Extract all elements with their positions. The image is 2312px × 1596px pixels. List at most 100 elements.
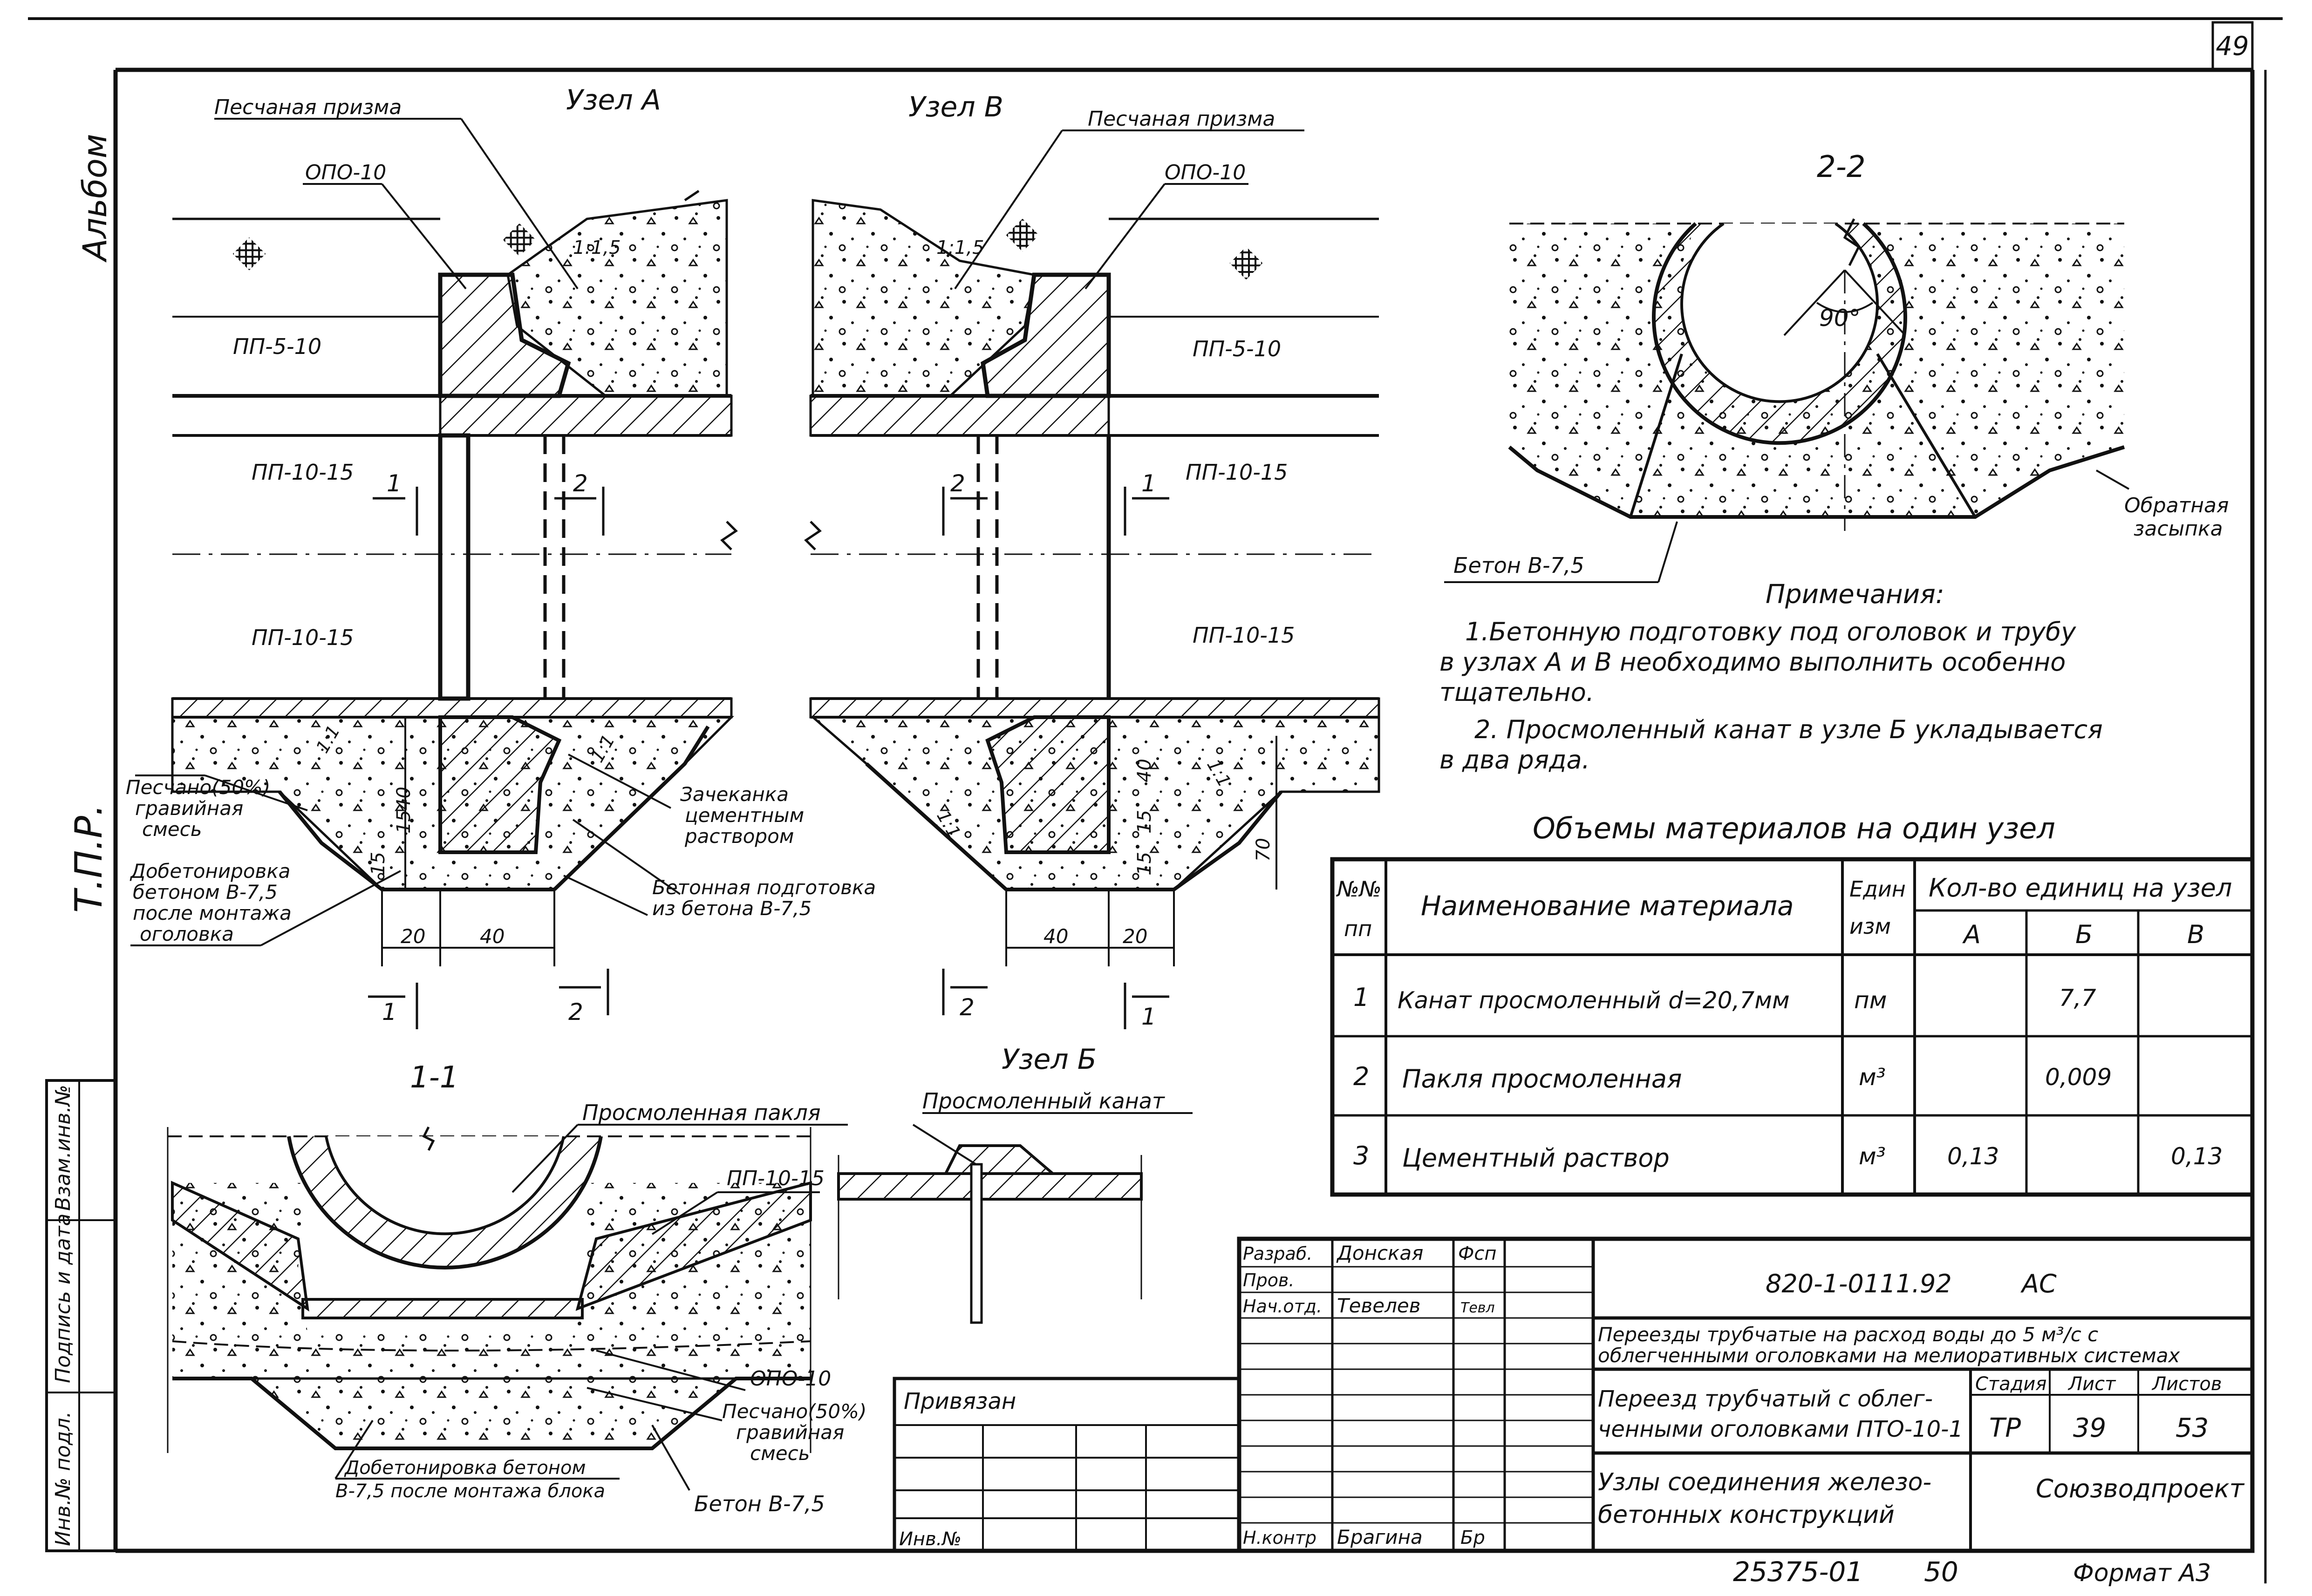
section-1-1-opo-label: ОПО-10 xyxy=(750,1367,831,1391)
materials-table-grid xyxy=(1330,857,2255,1197)
section-1-1-concrete: Бетон В-7,5 xyxy=(694,1491,825,1516)
stamp-sign-nachotd: Тевл xyxy=(1460,1300,1495,1316)
side-tpr-label: Т.П.Р. xyxy=(67,804,110,913)
stamp-sheet-title-2: ченными оголовками ПТО-10-1 xyxy=(1598,1416,1963,1442)
stamp-role-razrab: Разраб. xyxy=(1243,1243,1312,1264)
uzel-v-sec1-top: 1 xyxy=(1141,470,1156,497)
materials-h-qty: Кол-во единиц на узел xyxy=(1929,873,2232,903)
uzel-b-rope-label: Просмоленный канат xyxy=(922,1088,1165,1114)
stamp-role-nachotd: Нач.отд. xyxy=(1243,1296,1322,1317)
uzel-a-dim-15a: 15 xyxy=(393,810,415,834)
materials-row-3-a: 0,13 xyxy=(1947,1143,1999,1170)
uzel-v-dim-20: 20 xyxy=(1123,925,1147,948)
side-label-podpis: Подпись и дата xyxy=(51,1214,75,1383)
stamp-h-sheets: Листов xyxy=(2151,1373,2222,1395)
binding-inv: Инв.№ xyxy=(899,1528,962,1550)
uzel-b-drawing xyxy=(837,1112,1193,1324)
materials-h-num-1: №№ xyxy=(1336,876,1382,902)
section-2-2-concrete: Бетон В-7,5 xyxy=(1453,553,1584,578)
stamp-h-stage: Стадия xyxy=(1975,1373,2046,1395)
section-2-2-title: 2-2 xyxy=(1817,150,1866,184)
uzel-v-pp-top-label: ПП-5-10 xyxy=(1193,336,1281,361)
section-2-2-angle: 90° xyxy=(1819,305,1861,332)
uzel-v-dim-40: 40 xyxy=(1134,759,1155,782)
stamp-role-prov: Пров. xyxy=(1243,1270,1294,1290)
materials-row-1-name: Канат просмоленный d=20,7мм xyxy=(1398,987,1790,1014)
stamp-stage: ТР xyxy=(1989,1413,2021,1443)
uzel-a-pp-top-label: ПП-5-10 xyxy=(233,334,321,359)
section-1-1-drawing xyxy=(167,1124,848,1491)
materials-h-col-v: В xyxy=(2187,920,2204,949)
uzel-a-base-1: Бетонная подготовка xyxy=(652,876,876,899)
materials-h-num-2: пп xyxy=(1344,916,1372,941)
uzel-b-title: Узел Б xyxy=(1002,1043,1097,1076)
uzel-a-base-2: из бетона В-7,5 xyxy=(652,897,812,920)
uzel-a-sand-prism-label: Песчаная призма xyxy=(214,95,402,119)
uzel-v-dim-40b: 40 xyxy=(1043,925,1068,948)
uzel-a-concreting-1: Добетонировка xyxy=(130,860,290,883)
stamp-sheets: 53 xyxy=(2176,1413,2209,1443)
section-1-1-sand-gravel-2: гравийная xyxy=(736,1421,844,1444)
stamp-nkontr: Н.контр xyxy=(1243,1528,1316,1548)
materials-row-3-v: 0,13 xyxy=(2171,1143,2223,1170)
materials-row-2-name: Пакля просмоленная xyxy=(1402,1064,1682,1093)
uzel-a-caulking-2: цементным xyxy=(685,804,804,827)
footer-page: 50 xyxy=(1924,1556,1958,1588)
stamp-sheet-title-1: Переезд трубчатый с облег- xyxy=(1598,1386,1933,1412)
stamp-drawing-title-1: Узлы соединения железо- xyxy=(1598,1468,1931,1496)
stamp-org: Союзводпроект xyxy=(2036,1474,2245,1503)
stamp-nkontr-sign: Бр xyxy=(1460,1527,1485,1548)
materials-h-name: Наименование материала xyxy=(1421,890,1794,922)
materials-row-3-name: Цементный раствор xyxy=(1402,1143,1670,1173)
materials-h-unit-2: изм xyxy=(1849,914,1891,939)
uzel-v-sec1-bottom: 1 xyxy=(1141,1003,1156,1030)
notes-line-5: в два ряда. xyxy=(1439,745,1590,774)
uzel-v-slope-label: 1:1,5 xyxy=(936,237,984,258)
uzel-a-sand-gravel-1: Песчано(50%) xyxy=(126,776,270,799)
section-1-1-sand-gravel-3: смесь xyxy=(750,1442,810,1465)
uzel-a-sand-gravel-3: смесь xyxy=(142,818,202,841)
materials-h-col-b: Б xyxy=(2075,920,2093,949)
materials-row-2-n: 2 xyxy=(1353,1062,1369,1091)
stamp-sign-razrab: Фсп xyxy=(1458,1243,1497,1264)
stamp-code: 820-1-0111.92 xyxy=(1766,1269,1952,1298)
notes-line-4: 2. Просмоленный канат в узле Б укладывае… xyxy=(1474,715,2103,744)
uzel-a-dim-20: 20 xyxy=(401,925,425,948)
uzel-a-slope-label: 1:1,5 xyxy=(573,237,621,258)
materials-row-3-unit: м³ xyxy=(1859,1143,1886,1170)
footer-number: 25375-01 xyxy=(1733,1556,1863,1588)
section-2-2-drawing xyxy=(1444,218,2129,583)
uzel-a-caulking-3: раствором xyxy=(684,825,794,848)
uzel-a-caulking-1: Зачеканка xyxy=(680,783,789,806)
uzel-a-concreting-4: оголовка xyxy=(140,923,234,945)
uzel-a-dim-40: 40 xyxy=(393,787,415,810)
uzel-a-pp-low-label: ПП-10-15 xyxy=(252,625,354,650)
materials-row-3-n: 3 xyxy=(1353,1141,1369,1170)
uzel-a-sec2-bottom: 2 xyxy=(568,998,583,1026)
uzel-a-drawing xyxy=(130,118,738,1029)
stamp-project-1: Переезды трубчатые на расход воды до 5 м… xyxy=(1598,1323,2098,1346)
uzel-a-sec1-bottom: 1 xyxy=(382,998,397,1026)
stamp-project-2: облегченными оголовками на мелиоративных… xyxy=(1598,1344,2180,1367)
uzel-a-sec2-top: 2 xyxy=(573,470,588,497)
materials-row-2-unit: м³ xyxy=(1859,1064,1886,1091)
materials-h-col-a: А xyxy=(1962,920,1981,949)
section-2-2-backfill-2: засыпка xyxy=(2134,517,2223,541)
binding-title: Привязан xyxy=(904,1388,1016,1414)
title-block-grid xyxy=(1237,1236,2255,1553)
uzel-a-concreting-3: после монтажа xyxy=(133,902,292,924)
stamp-h-sheet: Лист xyxy=(2067,1373,2116,1395)
uzel-v-opo-label: ОПО-10 xyxy=(1165,161,1246,184)
stamp-drawing-title-2: бетонных конструкций xyxy=(1598,1501,1895,1529)
side-label-vzam: Взам.инв.№ xyxy=(51,1085,75,1211)
stamp-code-suffix: АС xyxy=(2020,1269,2057,1298)
materials-row-2-b: 0,009 xyxy=(2045,1064,2112,1091)
uzel-v-title: Узел В xyxy=(908,91,1003,123)
section-1-1-title: 1-1 xyxy=(410,1060,459,1095)
uzel-a-pp-mid-label: ПП-10-15 xyxy=(252,460,354,485)
uzel-a-sec1-top: 1 xyxy=(387,470,402,497)
uzel-a-opo-label: ОПО-10 xyxy=(305,161,386,184)
uzel-v-pp-low-label: ПП-10-15 xyxy=(1193,623,1295,648)
section-1-1-concreting-2: В-7,5 после монтажа блока xyxy=(335,1481,605,1502)
materials-row-1-n: 1 xyxy=(1353,983,1369,1012)
